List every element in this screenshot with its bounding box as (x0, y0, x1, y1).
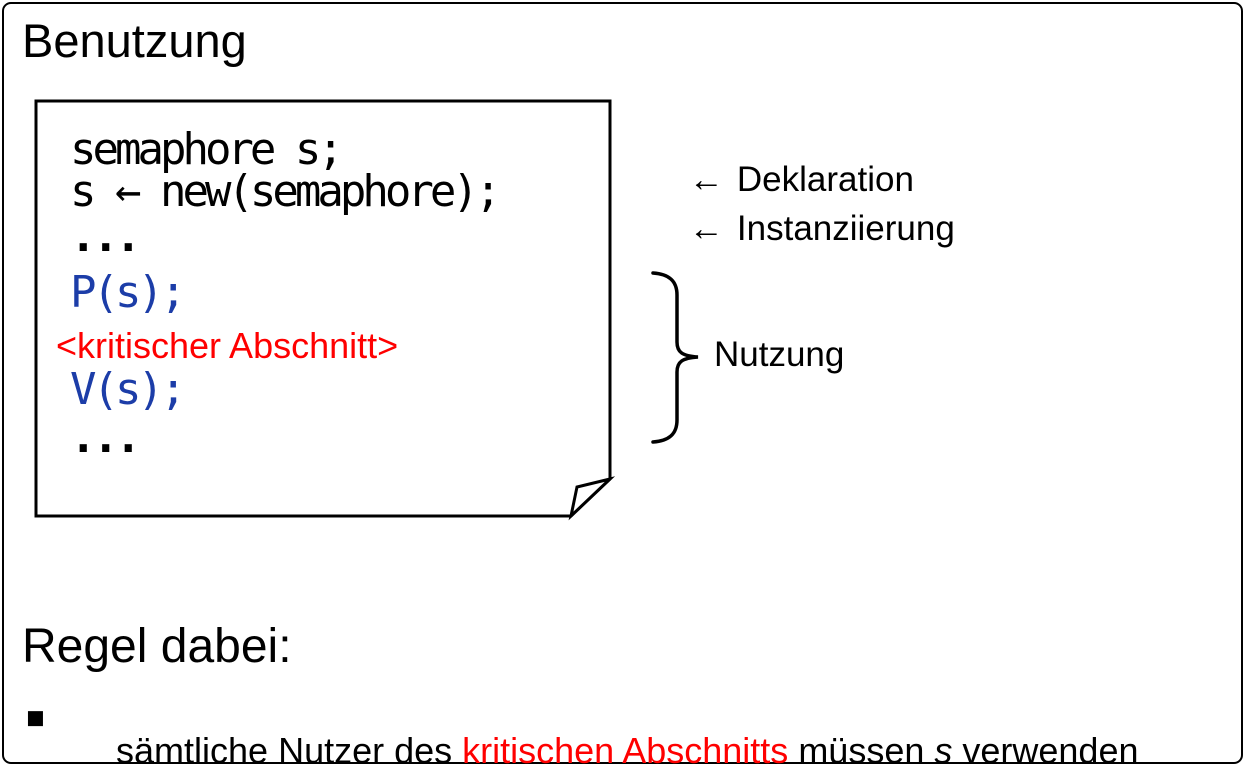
page-curl-icon (568, 476, 616, 521)
page-title: Benutzung (22, 14, 247, 67)
bullet-segment-semaphore-var: s (934, 730, 953, 766)
rule-heading: Regel dabei: (22, 620, 292, 673)
bullet-segment: müssen (788, 730, 935, 766)
bullet-square-icon: ■ (26, 700, 45, 735)
annotation-instantiation-label: Instanziierung (736, 209, 955, 248)
code-line-ellipsis-bottom: ... (70, 412, 142, 463)
code-box-folded-page (34, 99, 616, 521)
annotation-instantiation: ← Instanziierung (650, 176, 955, 281)
bullet-segment: verwenden (952, 730, 1139, 766)
code-line-critical-section: <kritischer Abschnitt> (56, 325, 399, 366)
annotation-declaration: ← Deklaration (650, 127, 914, 232)
annotation-usage-label: Nutzung (714, 335, 845, 374)
left-arrow-icon: ← (688, 160, 724, 199)
bullet-segment: sämtliche Nutzer des (116, 730, 463, 766)
left-arrow-icon: ← (688, 209, 724, 248)
bullet-segment-critical-section: kritischen Abschnitts (462, 730, 789, 766)
code-line-v-operation: V(s); (70, 364, 186, 415)
annotation-declaration-label: Deklaration (736, 160, 914, 199)
code-line-p-operation: P(s); (70, 267, 186, 318)
code-line-declaration: semaphore s; (70, 124, 344, 175)
right-curly-brace-icon (651, 271, 699, 444)
rule-bullet-text: sämtliche Nutzer des kritischen Abschnit… (76, 697, 1139, 766)
code-line-ellipsis-top: ... (70, 211, 142, 262)
code-line-instantiation: s ← new(semaphore); (70, 166, 501, 217)
